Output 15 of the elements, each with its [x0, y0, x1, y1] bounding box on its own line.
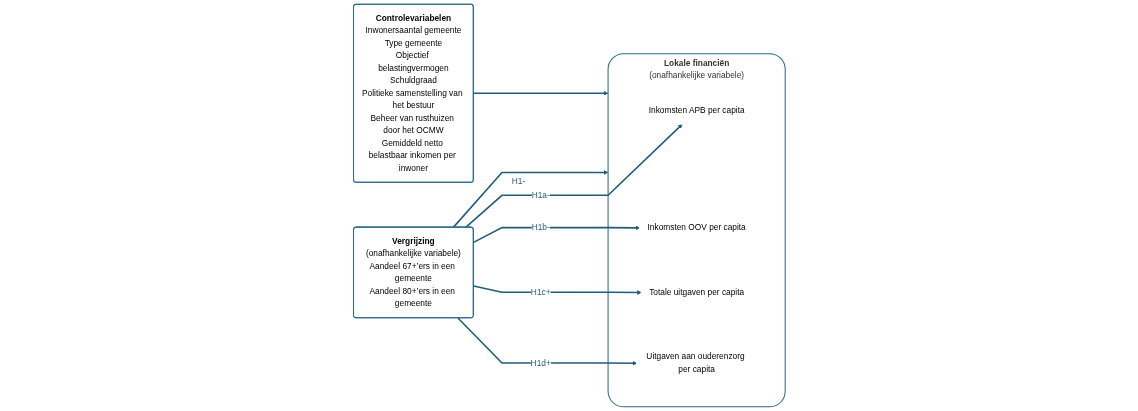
node-text: Totale uitgaven per capita	[648, 287, 744, 297]
edge-label: H1a-	[531, 190, 550, 200]
node-text: Inkomsten OOV per capita	[647, 222, 746, 232]
arrow	[456, 317, 637, 366]
node-text: Uitgaven aan ouderenzorg per capita	[646, 352, 745, 374]
arrow	[472, 225, 640, 244]
edge-label: H1d+	[530, 358, 551, 368]
arrow	[452, 170, 608, 228]
arrow	[464, 124, 683, 229]
arrow	[472, 285, 642, 295]
node-text: Inkomsten APB per capita	[648, 105, 745, 115]
arrow	[472, 90, 608, 96]
edge-label: H1-	[511, 177, 525, 186]
edge-label: H1c+	[530, 287, 551, 297]
edge-label: H1b-	[531, 222, 550, 232]
